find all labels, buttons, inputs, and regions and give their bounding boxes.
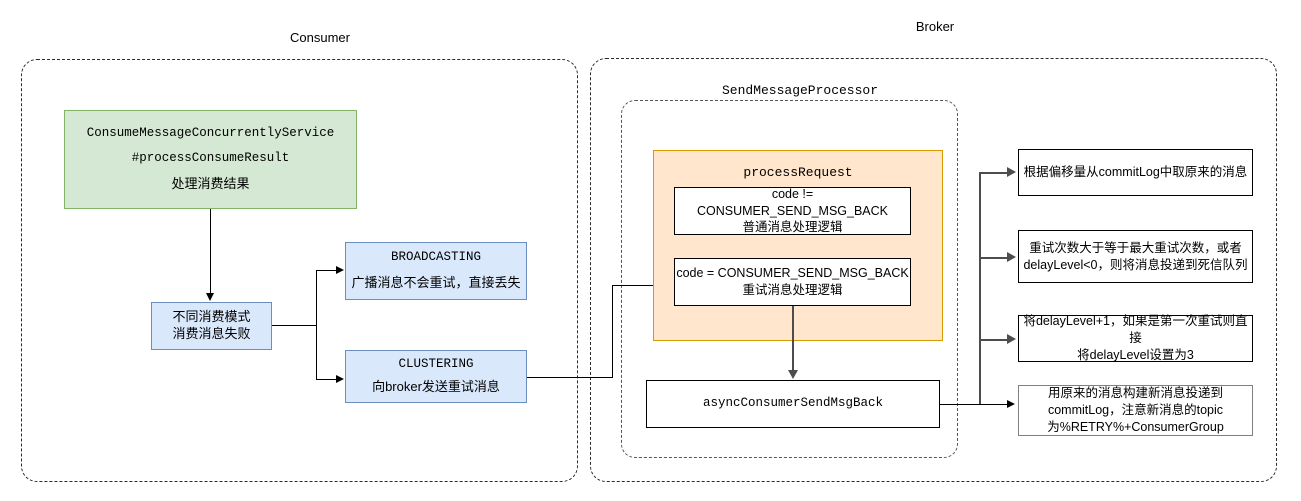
- retry-case-line1: code = CONSUMER_SEND_MSG_BACK: [676, 266, 909, 281]
- connector-to-step-2: [979, 257, 1008, 259]
- step-2-line-1: 重试次数大于等于最大重试次数，或者: [1029, 240, 1242, 255]
- broker-group-title: Broker: [915, 19, 955, 34]
- connector-to-step-4: [979, 404, 1008, 406]
- connector-to-clustering: [316, 379, 337, 381]
- normal-case-line1: code != CONSUMER_SEND_MSG_BACK: [696, 186, 888, 218]
- retry-message-case-box[interactable]: code = CONSUMER_SEND_MSG_BACK 重试消息处理逻辑: [674, 258, 911, 306]
- arrowhead-to-step-4: [1007, 400, 1015, 408]
- arrowhead-to-broadcasting: [336, 266, 344, 274]
- step-1-line-1: 根据偏移量从commitLog中取原来的消息: [1023, 165, 1248, 180]
- send-message-processor-container: [621, 100, 958, 458]
- connector-to-broadcasting: [316, 270, 337, 272]
- service-box-line1: ConsumeMessageConcurrentlyService: [86, 126, 335, 141]
- step-box-2[interactable]: 重试次数大于等于最大重试次数，或者 delayLevel<0，则将消息投递到死信…: [1018, 230, 1253, 283]
- service-box-line3: 处理消费结果: [171, 175, 250, 191]
- arrowhead-retry-to-async: [788, 370, 798, 379]
- consumer-container: [21, 59, 578, 482]
- process-request-title: processRequest: [743, 165, 853, 180]
- connector-mode-branch-vertical: [316, 270, 318, 380]
- async-send-back-label: asyncConsumerSendMsgBack: [702, 396, 884, 411]
- step-box-4[interactable]: 用原来的消息构建新消息投递到 commitLog，注意新消息的topic 为%R…: [1018, 385, 1253, 436]
- step-box-1[interactable]: 根据偏移量从commitLog中取原来的消息: [1018, 149, 1253, 196]
- step-3-line-1: 将delayLevel+1，如果是第一次重试则直接: [1023, 314, 1248, 346]
- broadcasting-box[interactable]: BROADCASTING 广播消息不会重试，直接丢失: [345, 242, 527, 300]
- step-4-line-3: 为%RETRY%+ConsumerGroup: [1047, 419, 1224, 434]
- mode-box-line1: 不同消费模式: [172, 309, 251, 325]
- step-2-line-2: delayLevel<0，则将消息投递到死信队列: [1023, 257, 1248, 272]
- clustering-desc: 向broker发送重试消息: [372, 379, 500, 395]
- connector-service-to-mode: [210, 209, 212, 294]
- arrowhead-to-step-1: [1007, 167, 1016, 177]
- process-request-box[interactable]: processRequest: [653, 150, 943, 341]
- connector-mode-stub: [272, 325, 317, 327]
- async-consumer-send-msg-back-box[interactable]: asyncConsumerSendMsgBack: [646, 380, 940, 428]
- connector-clustering-up: [612, 285, 614, 378]
- connector-retry-to-async: [792, 306, 794, 371]
- step-3-line-2: 将delayLevel设置为3: [1077, 347, 1194, 362]
- step-box-3[interactable]: 将delayLevel+1，如果是第一次重试则直接 将delayLevel设置为…: [1018, 314, 1253, 362]
- connector-clustering-into-retry: [612, 285, 666, 287]
- mode-box-line2: 消费消息失败: [172, 326, 251, 341]
- normal-message-case-box[interactable]: code != CONSUMER_SEND_MSG_BACK 普通消息处理逻辑: [674, 187, 911, 235]
- clustering-box[interactable]: CLUSTERING 向broker发送重试消息: [345, 350, 527, 403]
- connector-to-step-3: [979, 339, 1008, 341]
- arrowhead-to-step-3: [1007, 334, 1016, 344]
- step-4-line-2: commitLog，注意新消息的topic: [1047, 403, 1224, 418]
- connector-to-step-1: [979, 172, 1008, 174]
- normal-case-line2: 普通消息处理逻辑: [742, 220, 843, 235]
- step-4-line-1: 用原来的消息构建新消息投递到: [1047, 386, 1223, 401]
- consume-message-concurrently-service-box[interactable]: ConsumeMessageConcurrentlyService #proce…: [64, 110, 357, 209]
- consume-mode-failed-box[interactable]: 不同消费模式 消费消息失败: [151, 302, 272, 350]
- connector-steps-spine: [979, 172, 981, 405]
- connector-async-right: [940, 404, 1005, 406]
- broadcasting-desc: 广播消息不会重试，直接丢失: [351, 274, 521, 290]
- arrowhead-to-step-2: [1007, 252, 1016, 262]
- clustering-title: CLUSTERING: [398, 356, 474, 371]
- connector-clustering-right: [527, 377, 613, 379]
- arrowhead-to-clustering: [336, 375, 344, 383]
- broadcasting-title: BROADCASTING: [390, 250, 481, 265]
- send-message-processor-title: SendMessageProcessor: [721, 83, 879, 98]
- service-box-line2: #processConsumeResult: [131, 151, 290, 166]
- consumer-group-title: Consumer: [290, 30, 350, 45]
- retry-case-line2: 重试消息处理逻辑: [742, 283, 843, 297]
- arrowhead-service-to-mode: [206, 293, 214, 301]
- broker-container: [590, 58, 1277, 482]
